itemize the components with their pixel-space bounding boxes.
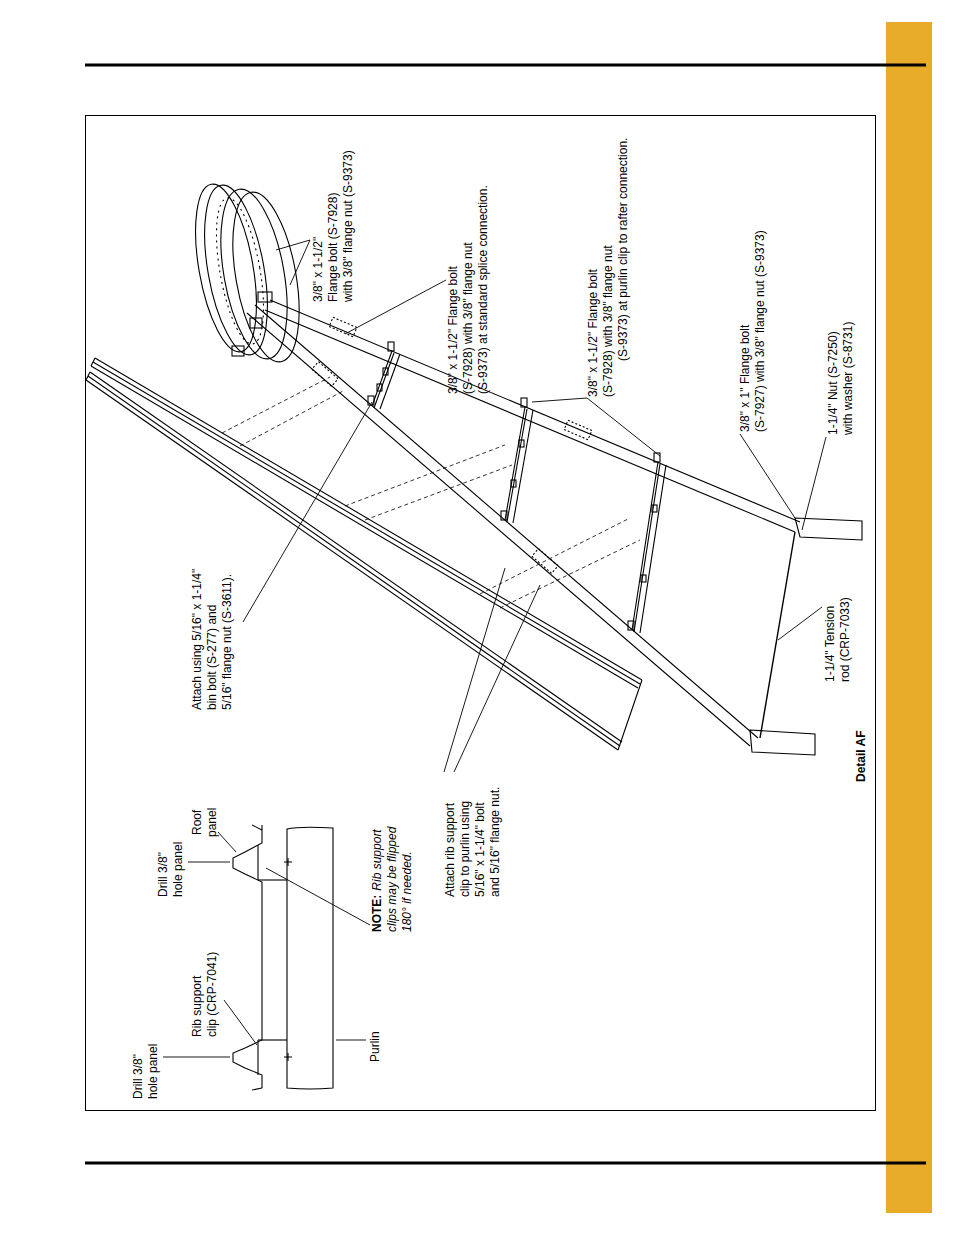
text-line: Roof <box>190 810 204 835</box>
callout-box: 3/8" x 1" Flange bolt (S-7927) with 3/8"… <box>738 230 768 432</box>
callout-label: 1-1/4" Nut (S-7250) with washer (S-8731) <box>826 322 855 435</box>
footer-rule <box>85 1162 926 1165</box>
callout-box: 1-1/4" Tension rod (CRP-7033) <box>823 597 853 682</box>
text-line: (S-7928) with 3/8" flange nut <box>461 242 475 394</box>
callout-box: Roof panel <box>190 808 220 837</box>
text-line: Rib support <box>190 976 204 1037</box>
callout-box: Drill 3/8" hole panel <box>156 842 186 897</box>
text-line: clips may be flipped <box>385 827 399 932</box>
note-heading: NOTE: <box>370 895 384 932</box>
callout-box: Detail AF <box>854 730 869 782</box>
purlin-section <box>233 825 333 1090</box>
rotated-text-layer: 3/8" x 1-1/2" Flange bolt (S-7928) with … <box>85 115 875 1110</box>
text-line: with 3/8" flange nut (S-9373) <box>341 150 355 302</box>
text-line: and 5/16" flange nut. <box>488 787 502 897</box>
detail-caption: Detail AF <box>854 730 868 782</box>
text-line: Drill 3/8" <box>131 1054 145 1099</box>
text-line: 5/16" x 1-1/4" bolt <box>473 802 487 897</box>
text-line: rod (CRP-7033) <box>838 597 852 682</box>
text-line: 3/8" x 1-1/2" Flange bolt <box>586 269 600 397</box>
text-line: (S-7927) with 3/8" flange nut (S-9373) <box>753 230 767 432</box>
text-line: (S-9373) at purlin clip to rafter connec… <box>616 138 630 397</box>
callout-label: Roof panel <box>190 808 219 837</box>
callout-box: Drill 3/8" hole panel <box>131 1044 161 1099</box>
text-line: clip (CRP-7041) <box>205 952 219 1037</box>
callout-box: Attach rib support clip to purlin using … <box>443 787 503 897</box>
text-line: hole panel <box>146 1044 160 1099</box>
leader-line <box>163 832 370 1057</box>
text-line: NOTE: <box>370 895 384 932</box>
callout-box: Attach using 5/16" x 1-1/4" bin bolt (S-… <box>190 569 235 710</box>
callout-box: 3/8" x 1-1/2" Flange bolt (S-7928) with … <box>311 150 356 302</box>
figure-frame <box>86 116 876 1111</box>
callout-label: Purlin <box>368 1031 382 1062</box>
text-line: with washer (S-8731) <box>841 322 855 435</box>
purlin <box>368 342 666 633</box>
callout-label: 3/8" x 1-1/2" Flange bolt (S-7928) with … <box>446 185 490 394</box>
rafter-bracket <box>795 518 862 540</box>
text-line: 1-1/4" Nut (S-7250) <box>826 331 840 435</box>
compression-ring <box>185 180 311 367</box>
text-line: panel <box>205 808 219 837</box>
projection-line <box>222 377 640 608</box>
text-line: Attach rib support <box>443 803 457 897</box>
text-line: (S-7928) with 3/8" flange nut <box>601 245 615 397</box>
callout-label: 1-1/4" Tension rod (CRP-7033) <box>823 597 852 682</box>
side-tab <box>886 22 932 1213</box>
rafter-bracket <box>750 730 815 755</box>
callout-box: 1-1/4" Nut (S-7250) with washer (S-8731) <box>826 322 856 435</box>
callout-label: Attach using 5/16" x 1-1/4" bin bolt (S-… <box>190 569 234 710</box>
callout-label: Drill 3/8" hole panel <box>156 842 185 897</box>
text-line: Rib support <box>370 829 384 890</box>
roof-panel <box>86 358 642 750</box>
callout-label: 3/8" x 1" Flange bolt (S-7927) with 3/8"… <box>738 230 767 432</box>
callout-box: 3/8" x 1-1/2" Flange bolt (S-7928) with … <box>586 138 631 397</box>
text-line: Detail AF <box>854 730 868 782</box>
callout-label: 3/8" x 1-1/2" Flange bolt (S-7928) with … <box>586 138 630 397</box>
text-line: 3/8" x 1-1/2" <box>311 237 325 302</box>
callout-box: Purlin <box>368 1031 383 1062</box>
leader-line <box>243 240 826 772</box>
text-line: bin bolt (S-277) and <box>205 605 219 710</box>
callout-box: 3/8" x 1-1/2" Flange bolt (S-7928) with … <box>446 185 491 394</box>
text-line: (S-9373) at standard splice connection. <box>476 185 490 394</box>
note-group: NOTE: Rib support clips may be flipped 18… <box>370 827 415 932</box>
roof-assembly <box>86 180 862 1090</box>
text-line: Flange bolt (S-7928) <box>326 193 340 302</box>
text-line: 180° if needed. <box>400 851 414 932</box>
callout-label: 3/8" x 1-1/2" Flange bolt (S-7928) with … <box>311 150 355 302</box>
callout-label: Attach rib support clip to purlin using … <box>443 787 502 897</box>
text-line: Attach using 5/16" x 1-1/4" <box>190 569 204 710</box>
tension-rod <box>760 532 795 738</box>
text-line: Purlin <box>368 1031 382 1062</box>
header-rule <box>85 64 926 67</box>
text-line: Drill 3/8" <box>156 852 170 897</box>
callout-box: Rib support clip (CRP-7041) <box>190 952 220 1037</box>
text-line: hole panel <box>171 842 185 897</box>
callout-label: Drill 3/8" hole panel <box>131 1044 160 1099</box>
text-line: clip to purlin using <box>458 801 472 897</box>
text-line: 3/8" x 1" Flange bolt <box>738 325 752 432</box>
text-line: 5/16" flange nut (S-3611). <box>220 574 234 710</box>
text-line: 1-1/4" Tension <box>823 606 837 682</box>
callout-label: Rib support clip (CRP-7041) <box>190 952 219 1037</box>
text-line: 3/8" x 1-1/2" Flange bolt <box>446 266 460 394</box>
